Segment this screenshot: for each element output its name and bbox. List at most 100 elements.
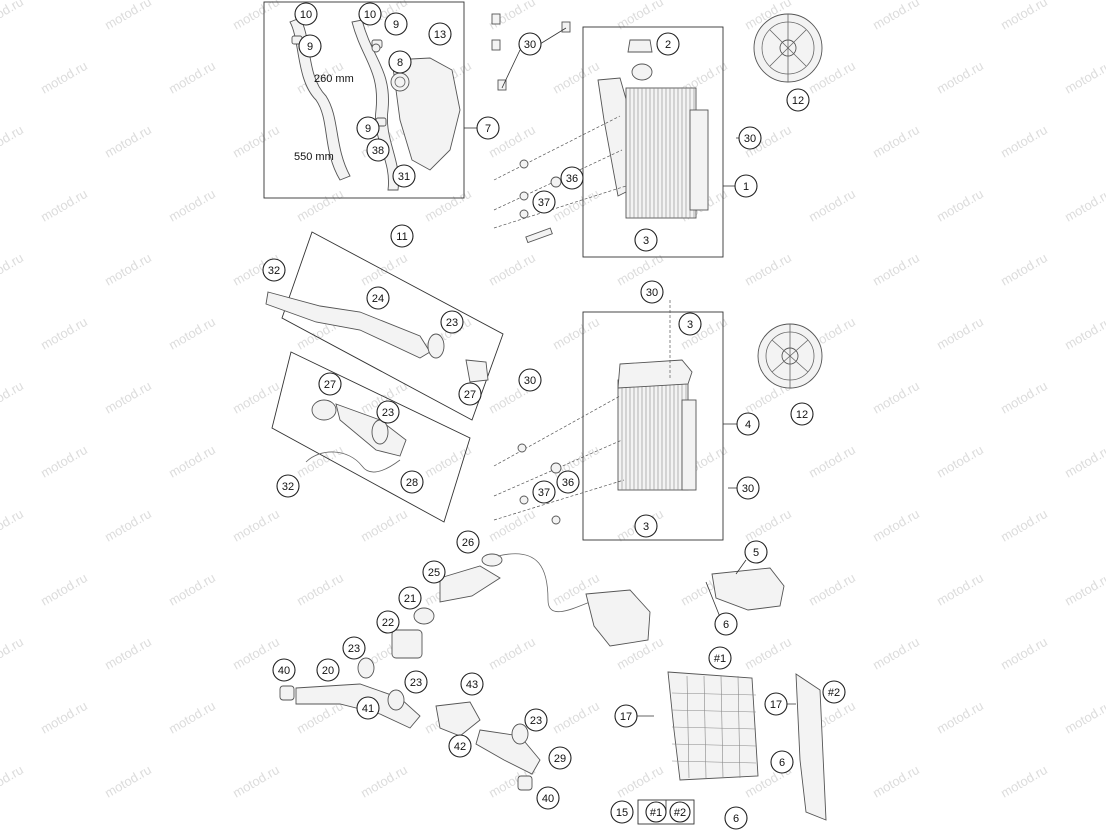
callout-27-b: 27 (318, 372, 342, 396)
clamp-23-d (387, 689, 405, 711)
svg-text:30: 30 (646, 287, 658, 299)
svg-text:12: 12 (796, 409, 808, 421)
clamp-23-a (427, 333, 445, 359)
radiator-header-lower (617, 359, 693, 389)
svg-text:37: 37 (538, 487, 550, 499)
hose-32-lower (305, 451, 401, 473)
callout-21: 21 (398, 586, 422, 610)
callout-ref1-top: #1 (708, 646, 732, 670)
washer-lower-1 (517, 443, 527, 453)
watermark-text: motod.ru (998, 122, 1050, 161)
dimension-long-hose: 550 mm (294, 151, 334, 163)
svg-text:25: 25 (428, 567, 440, 579)
hose-kit-box (263, 1, 465, 199)
watermark-text: motod.ru (422, 826, 474, 830)
radiator-cap-ring (394, 76, 406, 88)
callout-29: 29 (548, 746, 572, 770)
callout-4: 4 (736, 412, 760, 436)
radiator-tank-lower (681, 399, 697, 491)
watermark-text: motod.ru (166, 826, 218, 830)
svg-text:23: 23 (348, 643, 360, 655)
watermark-text: motod.ru (230, 506, 282, 545)
callout-28: 28 (400, 470, 424, 494)
callout-42: 42 (448, 734, 472, 758)
guard-1-grid (671, 675, 757, 779)
callout-22: 22 (376, 610, 400, 634)
elbow-27-upper (465, 359, 489, 383)
svg-text:28: 28 (406, 477, 418, 489)
callout-3-a: 3 (634, 228, 658, 252)
t-piece-42-43 (435, 701, 481, 737)
svg-text:#2: #2 (828, 687, 840, 699)
watermark-text: motod.ru (38, 58, 90, 97)
callout-11: 11 (390, 224, 414, 248)
callout-36-a: 36 (560, 166, 584, 190)
watermark-text: motod.ru (102, 0, 154, 33)
guard-grid-line (720, 675, 724, 779)
svg-text:5: 5 (753, 547, 759, 559)
watermark-text: motod.ru (806, 826, 858, 830)
clip-30-a (491, 13, 501, 25)
callout-30-a: 30 (518, 32, 542, 56)
svg-text:7: 7 (485, 123, 491, 135)
callout-9-c: 9 (356, 116, 380, 140)
clamp-23-b (371, 419, 389, 445)
callout-3-b: 3 (678, 312, 702, 336)
svg-text:36: 36 (562, 477, 574, 489)
watermark-text: motod.ru (0, 634, 26, 673)
callout-37-a: 37 (532, 190, 556, 214)
svg-text:37: 37 (538, 197, 550, 209)
washer-lower-2 (519, 495, 529, 505)
watermark-text: motod.ru (550, 314, 602, 353)
washer-lower-3 (551, 515, 561, 525)
callout-40-b: 40 (536, 786, 560, 810)
callout-32-a: 32 (262, 258, 286, 282)
callout-12-b: 12 (790, 402, 814, 426)
lower-radiator-box (582, 311, 724, 541)
watermark-text: motod.ru (934, 314, 986, 353)
clip-30-c (497, 79, 507, 91)
callout-31: 31 (392, 164, 416, 188)
watermark-text: motod.ru (998, 762, 1050, 801)
watermark-text: motod.ru (486, 250, 538, 289)
radiator-core-lower (617, 379, 689, 491)
svg-text:9: 9 (307, 41, 313, 53)
upper-mount-hardware (491, 13, 627, 244)
watermark-text: motod.ru (230, 378, 282, 417)
watermark-text: motod.ru (38, 186, 90, 225)
watermark-text: motod.ru (422, 442, 474, 481)
callout-5: 5 (744, 540, 768, 564)
guard-5 (711, 567, 785, 611)
clamp-23-e (511, 723, 529, 745)
watermark-text: motod.ru (806, 442, 858, 481)
hose-29 (475, 729, 541, 775)
callout-15: 15 (610, 800, 634, 824)
svg-text:#1: #1 (650, 807, 662, 819)
watermark-text: motod.ru (870, 506, 922, 545)
plug-40-lower (517, 775, 533, 791)
svg-text:43: 43 (466, 679, 478, 691)
watermark-text: motod.ru (934, 58, 986, 97)
hose-group-box-upper (281, 231, 504, 421)
watermark-text: motod.ru (934, 826, 986, 830)
lower-radiator (617, 300, 697, 491)
svg-text:12: 12 (792, 95, 804, 107)
watermark-text: motod.ru (806, 570, 858, 609)
svg-text:36: 36 (566, 173, 578, 185)
callout-ref1-box: #1 (645, 801, 667, 823)
callout-27-a: 27 (458, 382, 482, 406)
svg-text:8: 8 (397, 57, 403, 69)
svg-text:9: 9 (393, 19, 399, 31)
svg-text:10: 10 (300, 9, 312, 21)
watermark-text: motod.ru (230, 762, 282, 801)
callout-32-b: 32 (276, 474, 300, 498)
callout-1: 1 (734, 174, 758, 198)
svg-text:41: 41 (362, 703, 374, 715)
watermark-text: motod.ru (998, 0, 1050, 33)
watermark-text: motod.ru (870, 378, 922, 417)
svg-text:15: 15 (616, 807, 628, 819)
radiator-fins-upper (629, 88, 695, 218)
callout-40-a: 40 (272, 658, 296, 682)
